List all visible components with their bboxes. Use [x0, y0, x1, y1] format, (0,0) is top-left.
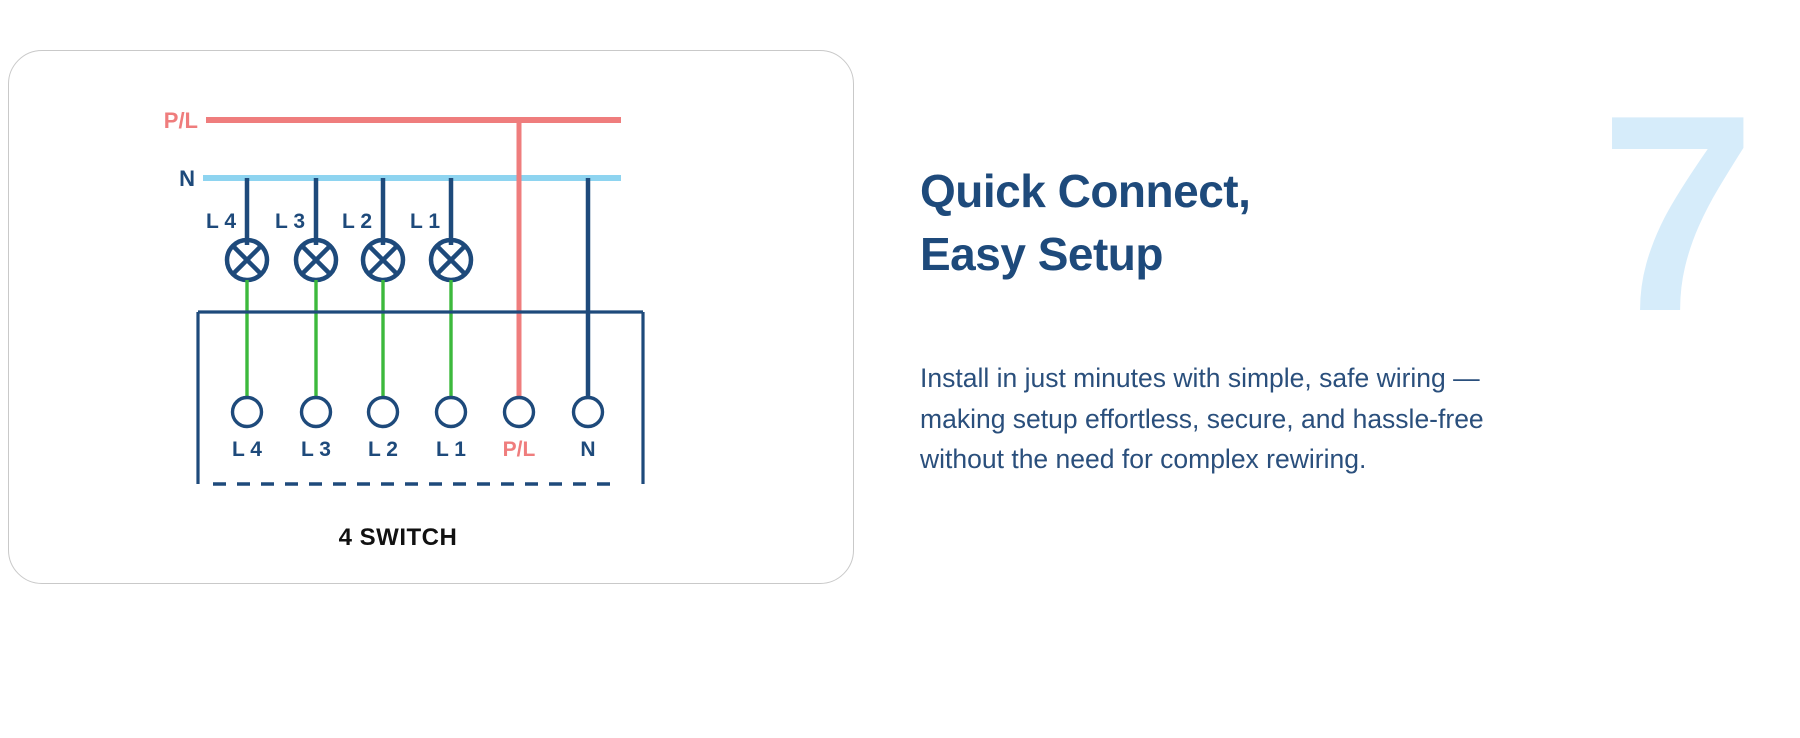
terminal-circle-live	[502, 395, 536, 429]
lamp-label-l1: L 1	[410, 210, 440, 233]
lamp-symbol-l2	[360, 237, 406, 283]
lamp-symbol-l4	[224, 237, 270, 283]
lamp-label-l2: L 2	[342, 210, 372, 233]
wiring-diagram-card	[8, 50, 854, 584]
wiring-diagram: P/L N L 4 L 3 L 2 L 1 L 4 L 3 L 2 L 1 P/…	[164, 108, 645, 551]
terminal-label-live: P/L	[503, 438, 536, 461]
terminal-label-l3: L 3	[301, 438, 331, 461]
lamp-symbol-l1	[428, 237, 474, 283]
terminal-circle-l1	[434, 395, 468, 429]
lamp-label-l3: L 3	[275, 210, 305, 233]
terminal-label-l1: L 1	[436, 438, 466, 461]
terminal-label-neutral: N	[580, 438, 595, 461]
lamp-label-l4: L 4	[206, 210, 236, 233]
terminal-label-l4: L 4	[232, 438, 262, 461]
terminal-circle-l4	[230, 395, 264, 429]
terminal-circle-neutral	[571, 395, 605, 429]
feature-body-text: Install in just minutes with simple, saf…	[920, 363, 1484, 475]
terminal-circle-l3	[299, 395, 333, 429]
diagram-caption: 4 SWITCH	[339, 524, 458, 551]
live-bus-label: P/L	[164, 108, 198, 133]
feature-headline: Quick Connect, Easy Setup	[920, 165, 1251, 281]
feature-text-column: Quick Connect, Easy Setup	[920, 160, 1560, 287]
neutral-bus-label: N	[179, 166, 195, 191]
terminal-label-l2: L 2	[368, 438, 398, 461]
lamp-symbol-l3	[293, 237, 339, 283]
feature-number-watermark: 7	[1600, 58, 1756, 370]
terminal-circle-l2	[366, 395, 400, 429]
